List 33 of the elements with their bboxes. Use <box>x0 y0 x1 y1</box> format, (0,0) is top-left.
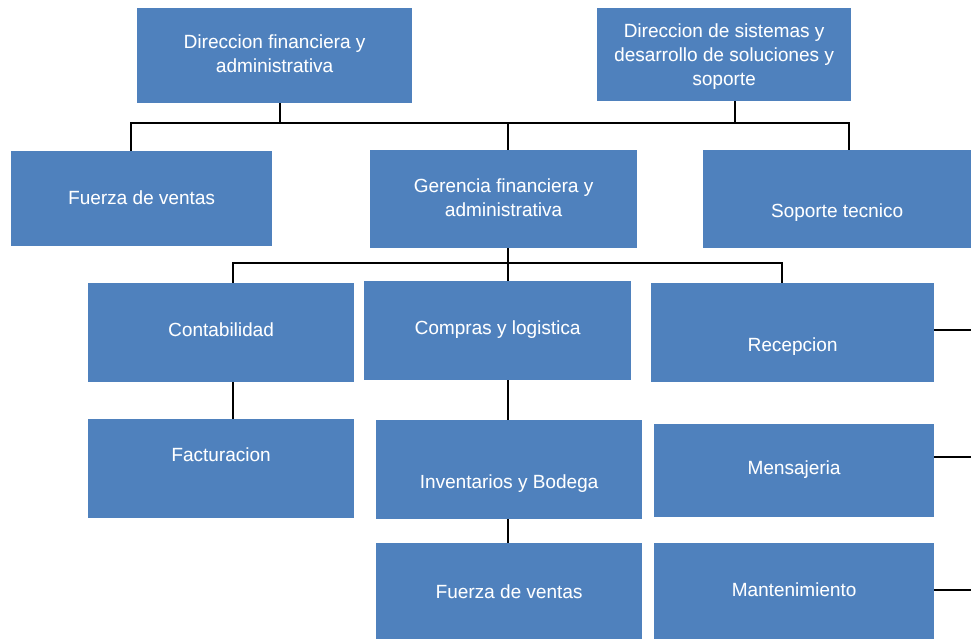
box-label: Contabilidad <box>167 319 275 343</box>
box-label: Direccion financiera y administrativa <box>182 31 366 79</box>
connector-line <box>507 519 509 543</box>
box-label: Fuerza de ventas <box>434 581 584 605</box>
org-box <box>137 8 412 103</box>
box-label: Inventarios y Bodega <box>418 471 600 495</box>
box-label: Fuerza de ventas <box>67 187 216 211</box>
box-label: Mantenimiento <box>730 579 858 603</box>
box-label: Soporte tecnico <box>770 200 904 224</box>
org-box <box>376 543 642 639</box>
org-box <box>370 150 637 248</box>
connector-line <box>934 456 971 458</box>
org-box <box>654 424 934 517</box>
box-label: Gerencia financiera y administrativa <box>412 175 594 223</box>
org-box <box>88 419 354 518</box>
connector-line <box>934 329 971 331</box>
org-box <box>597 8 851 101</box>
connector-line <box>507 248 783 283</box>
org-box <box>364 281 631 380</box>
connector-line <box>507 380 509 420</box>
org-box <box>651 283 934 382</box>
box-label: Mensajeria <box>746 457 842 481</box>
box-label: Facturacion <box>170 444 272 468</box>
org-box <box>88 283 354 382</box>
org-box <box>703 150 971 248</box>
box-label: Compras y logistica <box>414 317 582 341</box>
box-label: Recepcion <box>746 334 838 358</box>
org-box <box>376 420 642 519</box>
connector-line <box>934 589 971 591</box>
org-box <box>654 543 934 639</box>
box-label: Direccion de sistemas y desarrollo de soluciones y soporte <box>613 20 835 92</box>
org-box <box>11 151 272 246</box>
connector-line <box>232 382 234 419</box>
